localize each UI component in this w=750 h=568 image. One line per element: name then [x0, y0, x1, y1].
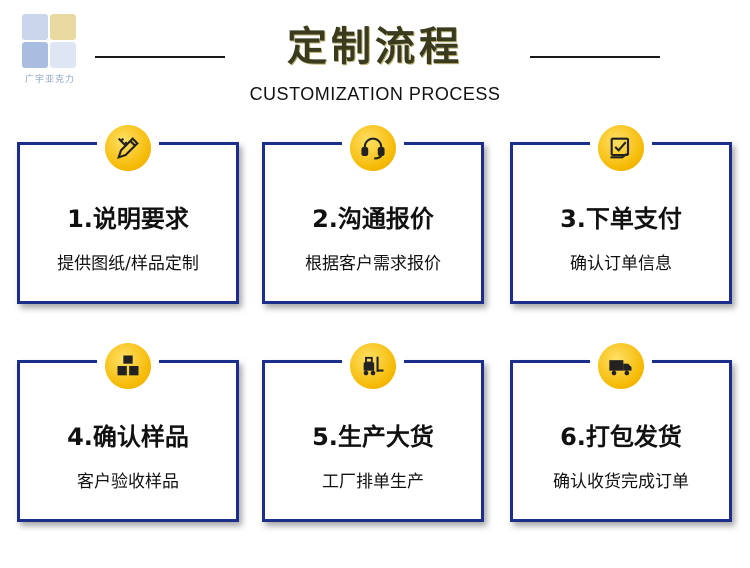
step-desc: 确认收货完成订单	[553, 472, 689, 492]
checkbox-hand-icon	[598, 125, 644, 171]
step-desc: 确认订单信息	[570, 254, 672, 274]
delivery-truck-icon	[598, 343, 644, 389]
logo-mark	[22, 14, 78, 70]
step-card-5: 5.生产大货 工厂排单生产	[262, 339, 484, 522]
step-title: 3.下单支付	[560, 205, 682, 233]
step-card-3: 3.下单支付 确认订单信息	[510, 121, 732, 304]
step-title: 2.沟通报价	[312, 205, 434, 233]
brand-logo: 广宇亚克力	[18, 14, 82, 85]
step-desc: 提供图纸/样品定制	[57, 254, 199, 274]
step-title: 6.打包发货	[560, 423, 682, 451]
pencil-ruler-icon	[105, 125, 151, 171]
step-desc: 工厂排单生产	[322, 472, 424, 492]
headset-icon	[350, 125, 396, 171]
title-line-left	[95, 56, 225, 58]
stacked-boxes-icon	[105, 343, 151, 389]
step-title: 4.确认样品	[67, 423, 189, 451]
page-subtitle: CUSTOMIZATION PROCESS	[249, 84, 501, 104]
page-title: 定制流程	[287, 24, 463, 70]
step-card-4: 4.确认样品 客户验收样品	[17, 339, 239, 522]
step-desc: 根据客户需求报价	[305, 254, 441, 274]
title-line-right	[530, 56, 660, 58]
logo-caption: 广宇亚克力	[24, 75, 75, 85]
step-card-2: 2.沟通报价 根据客户需求报价	[262, 121, 484, 304]
step-title: 1.说明要求	[67, 205, 189, 233]
step-title: 5.生产大货	[312, 423, 434, 451]
step-card-6: 6.打包发货 确认收货完成订单	[510, 339, 732, 522]
forklift-icon	[350, 343, 396, 389]
step-desc: 客户验收样品	[77, 472, 179, 492]
step-card-1: 1.说明要求 提供图纸/样品定制	[17, 121, 239, 304]
